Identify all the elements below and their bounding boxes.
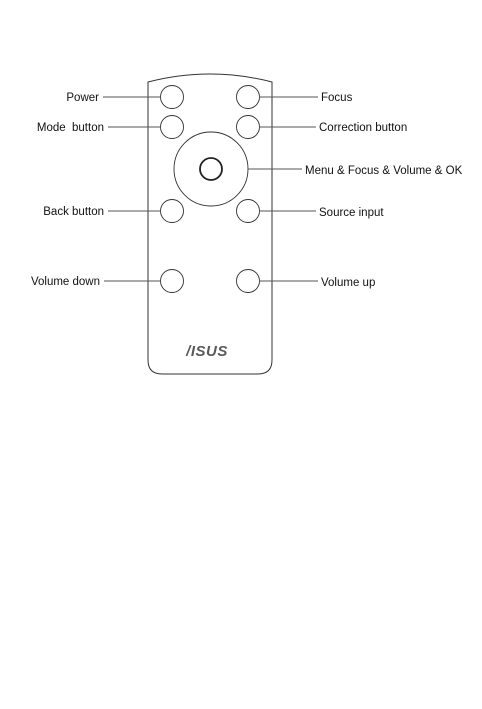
volume-up-button[interactable]	[237, 270, 260, 293]
label-mode-button: Mode button	[37, 122, 104, 134]
label-power: Power	[66, 92, 99, 104]
focus-button[interactable]	[237, 86, 260, 109]
label-volume-up: Volume up	[321, 277, 375, 289]
source-input-button[interactable]	[237, 200, 260, 223]
label-volume-down: Volume down	[31, 276, 100, 288]
mode-button[interactable]	[161, 116, 184, 139]
volume-down-button[interactable]	[161, 270, 184, 293]
power-button[interactable]	[161, 86, 184, 109]
label-focus: Focus	[321, 92, 353, 104]
label-correction-button: Correction button	[319, 122, 407, 134]
label-source-input: Source input	[319, 207, 384, 219]
asus-logo: /ISUS	[185, 343, 228, 360]
ok-center-button[interactable]	[200, 158, 222, 180]
label-menu-focus-volume-ok: Menu & Focus & Volume & OK	[305, 165, 463, 177]
correction-button[interactable]	[237, 116, 260, 139]
label-back-button: Back button	[43, 206, 104, 218]
back-button[interactable]	[161, 200, 184, 223]
